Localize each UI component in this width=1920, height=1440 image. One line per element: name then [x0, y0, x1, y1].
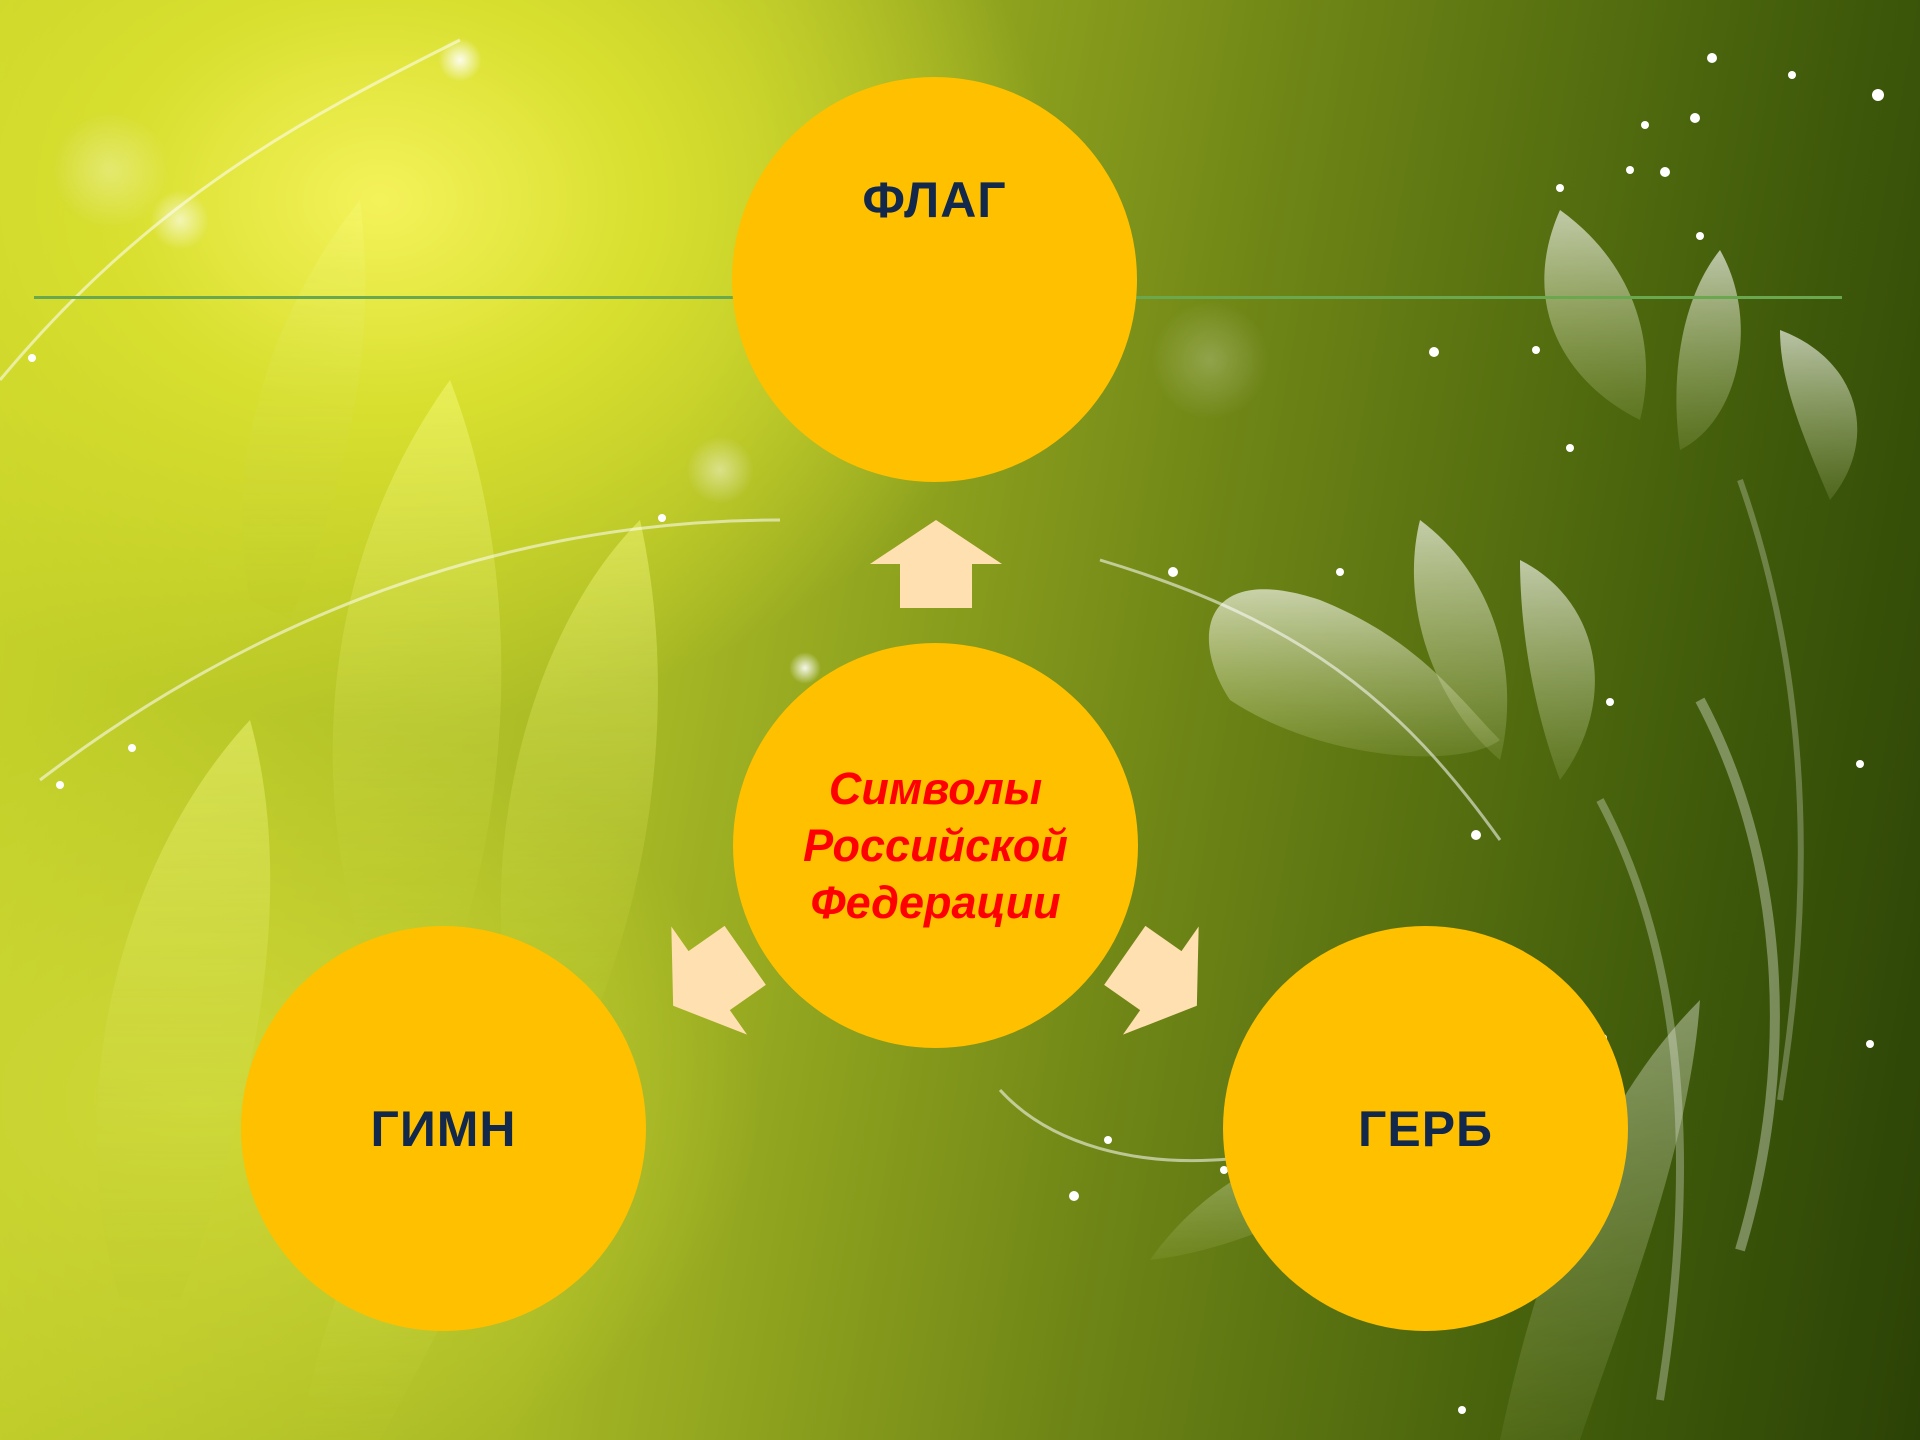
center-line-1: Символы — [828, 763, 1043, 814]
sparkle-dots — [28, 53, 1884, 1414]
flag-label: ФЛАГ — [862, 171, 1007, 228]
center-line-3: Федерации — [810, 877, 1061, 928]
center-title: Символы Российской Федерации — [803, 760, 1068, 931]
arrow-to-emblem-icon — [1104, 925, 1199, 1035]
anthem-node: ГИМН — [241, 926, 646, 1331]
arrow-to-flag-icon — [870, 520, 1002, 608]
center-line-2: Российской — [803, 820, 1068, 871]
emblem-label: ГЕРБ — [1358, 1100, 1493, 1157]
emblem-node: ГЕРБ — [1223, 926, 1628, 1331]
arrow-to-anthem-icon — [671, 925, 766, 1035]
bokeh-lights — [50, 38, 1270, 684]
anthem-label: ГИМН — [370, 1100, 517, 1157]
flag-node: ФЛАГ — [732, 77, 1137, 482]
center-node: Символы Российской Федерации — [733, 643, 1138, 1048]
